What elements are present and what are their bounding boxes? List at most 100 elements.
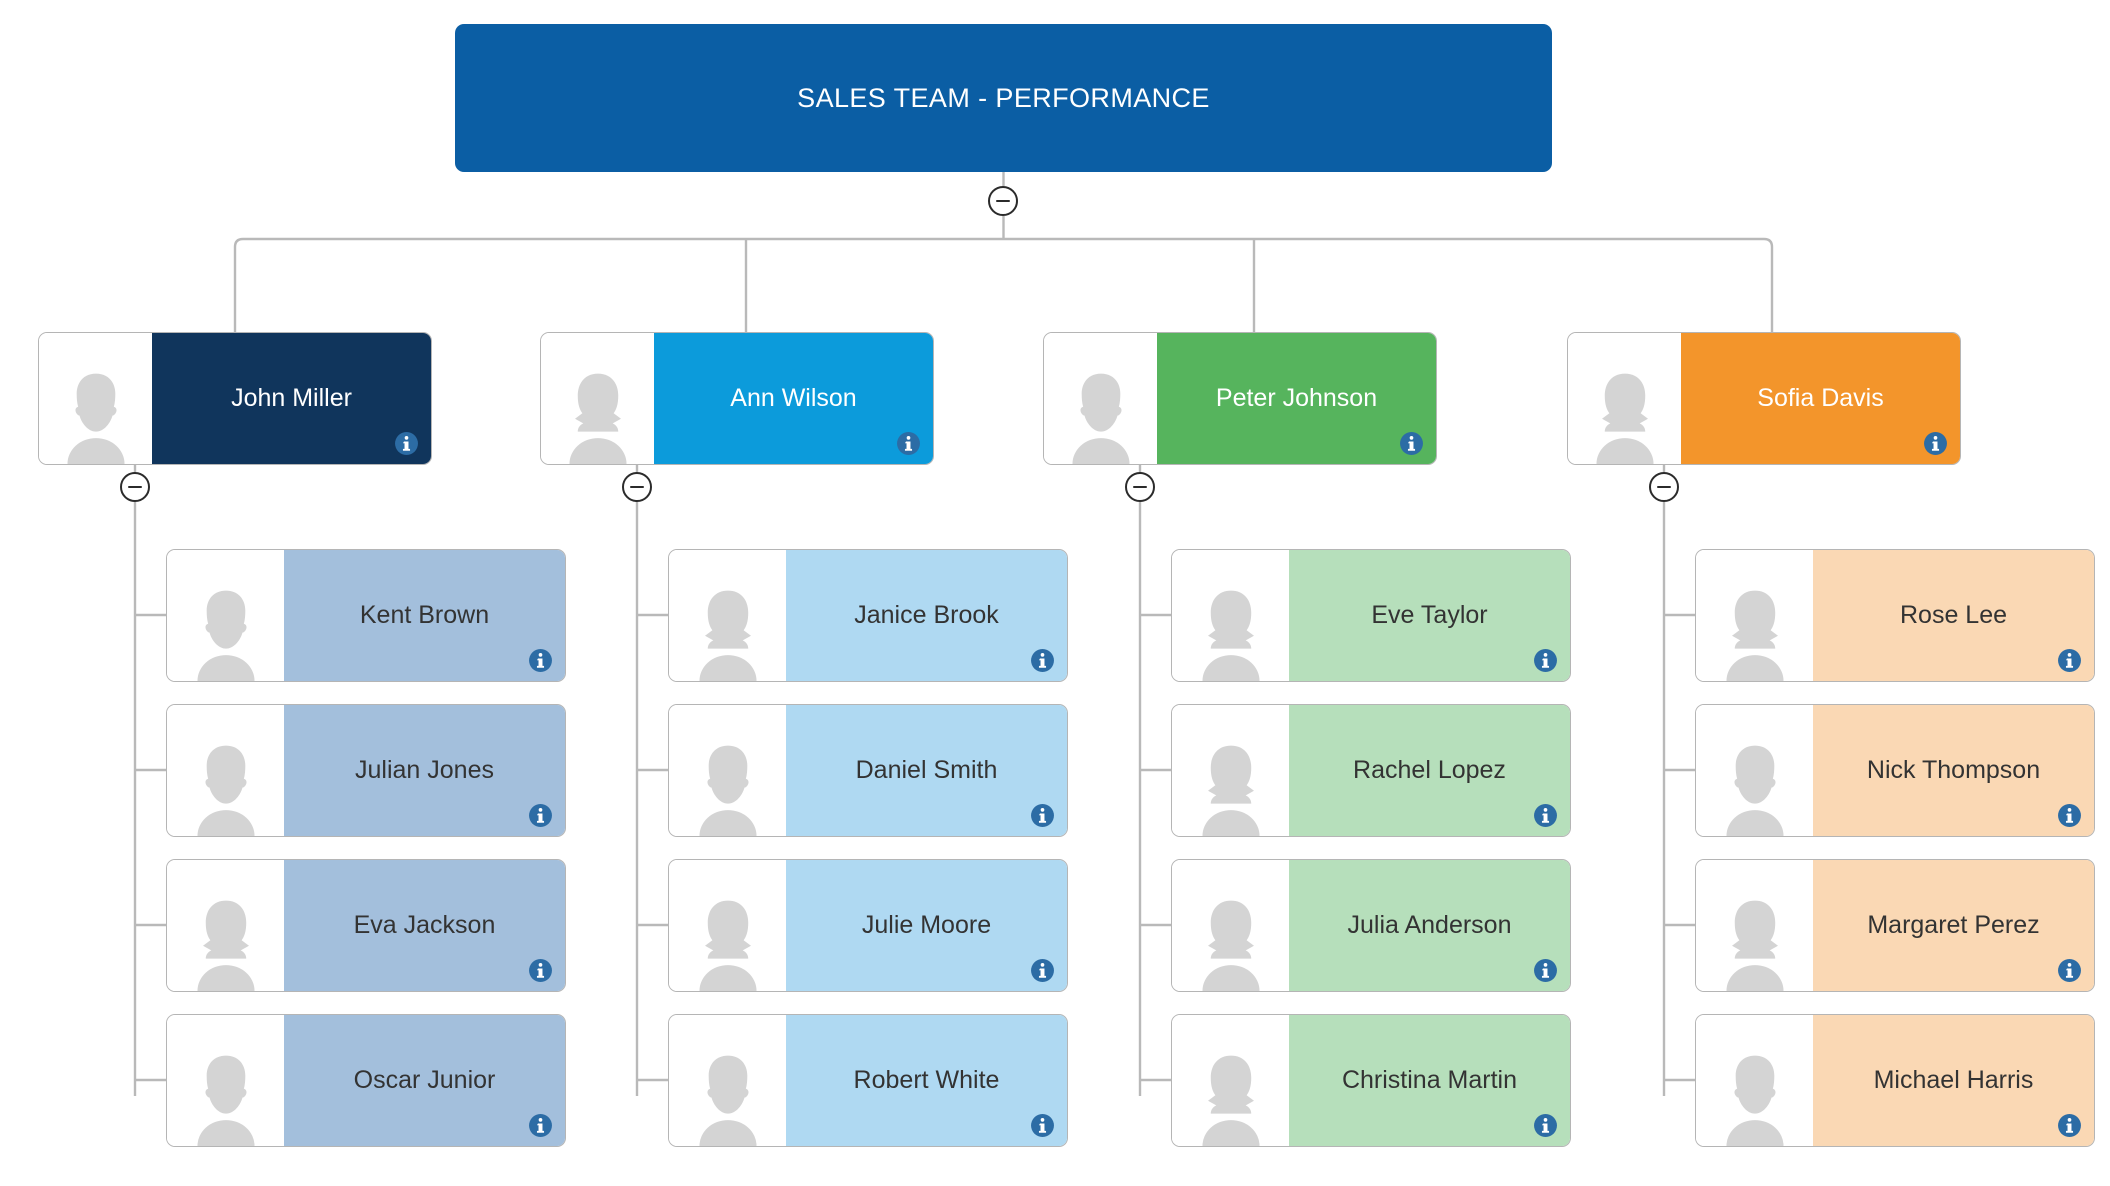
member-card[interactable]: Michael Harris <box>1695 1014 2095 1147</box>
member-card[interactable]: Eve Taylor <box>1171 549 1571 682</box>
member-name: Oscar Junior <box>353 1065 496 1094</box>
info-circle-icon[interactable] <box>2057 648 2082 673</box>
info-circle-icon[interactable] <box>2057 803 2082 828</box>
lead-card[interactable]: Ann Wilson <box>540 332 934 465</box>
member-name-pane: Rachel Lopez <box>1289 705 1570 836</box>
member-card[interactable]: Julia Anderson <box>1171 859 1571 992</box>
info-circle-icon[interactable] <box>1030 1113 1055 1138</box>
member-card[interactable]: Rachel Lopez <box>1171 704 1571 837</box>
member-name-pane: Oscar Junior <box>284 1015 565 1146</box>
member-name-pane: Kent Brown <box>284 550 565 681</box>
member-card[interactable]: Julie Moore <box>668 859 1068 992</box>
avatar <box>1172 860 1289 991</box>
member-name: Rose Lee <box>1899 600 2008 629</box>
member-name-pane: Eva Jackson <box>284 860 565 991</box>
member-card[interactable]: Nick Thompson <box>1695 704 2095 837</box>
avatar <box>1696 705 1813 836</box>
member-name: Robert White <box>853 1065 1000 1094</box>
info-circle-icon[interactable] <box>528 958 553 983</box>
avatar <box>1044 333 1157 464</box>
info-circle-icon[interactable] <box>1533 958 1558 983</box>
lead-card[interactable]: Peter Johnson <box>1043 332 1437 465</box>
lead-card[interactable]: John Miller <box>38 332 432 465</box>
info-circle-icon[interactable] <box>2057 1113 2082 1138</box>
member-card[interactable]: Janice Brook <box>668 549 1068 682</box>
lead-name-pane: Peter Johnson <box>1157 333 1436 464</box>
lead-name: John Miller <box>231 383 352 412</box>
avatar <box>1696 860 1813 991</box>
avatar <box>167 1015 284 1146</box>
info-circle-icon[interactable] <box>528 803 553 828</box>
member-name-pane: Daniel Smith <box>786 705 1067 836</box>
avatar <box>39 333 152 464</box>
info-circle-icon[interactable] <box>394 431 419 456</box>
branch-collapse-toggle[interactable] <box>1125 472 1155 502</box>
info-circle-icon[interactable] <box>1030 958 1055 983</box>
branch-collapse-toggle[interactable] <box>120 472 150 502</box>
page-title: SALES TEAM - PERFORMANCE <box>797 82 1210 113</box>
info-circle-icon[interactable] <box>2057 958 2082 983</box>
lead-name: Sofia Davis <box>1757 383 1884 412</box>
avatar <box>167 550 284 681</box>
member-name-pane: Janice Brook <box>786 550 1067 681</box>
info-circle-icon[interactable] <box>1533 1113 1558 1138</box>
avatar <box>1172 1015 1289 1146</box>
member-name-pane: Julie Moore <box>786 860 1067 991</box>
member-card[interactable]: Eva Jackson <box>166 859 566 992</box>
branch-collapse-toggle[interactable] <box>1649 472 1679 502</box>
lead-name-pane: Ann Wilson <box>654 333 933 464</box>
member-name: Christina Martin <box>1341 1065 1518 1094</box>
member-name: Julia Anderson <box>1347 910 1512 939</box>
info-circle-icon[interactable] <box>1533 648 1558 673</box>
member-card[interactable]: Robert White <box>668 1014 1068 1147</box>
member-card[interactable]: Daniel Smith <box>668 704 1068 837</box>
avatar <box>669 1015 786 1146</box>
member-name-pane: Nick Thompson <box>1813 705 2094 836</box>
info-circle-icon[interactable] <box>1533 803 1558 828</box>
avatar <box>669 550 786 681</box>
avatar <box>167 705 284 836</box>
avatar <box>669 705 786 836</box>
member-name-pane: Robert White <box>786 1015 1067 1146</box>
member-name-pane: Margaret Perez <box>1813 860 2094 991</box>
lead-name: Ann Wilson <box>730 383 857 412</box>
member-name: Michael Harris <box>1873 1065 2034 1094</box>
avatar <box>1568 333 1681 464</box>
member-name: Rachel Lopez <box>1353 755 1506 784</box>
info-circle-icon[interactable] <box>1030 648 1055 673</box>
member-name: Daniel Smith <box>855 755 998 784</box>
member-name-pane: Julia Anderson <box>1289 860 1570 991</box>
member-card[interactable]: Rose Lee <box>1695 549 2095 682</box>
member-name: Nick Thompson <box>1866 755 2041 784</box>
member-card[interactable]: Margaret Perez <box>1695 859 2095 992</box>
member-name: Janice Brook <box>854 600 999 629</box>
member-name: Eve Taylor <box>1371 600 1488 629</box>
root-collapse-toggle[interactable] <box>988 186 1018 216</box>
member-name: Kent Brown <box>359 600 490 629</box>
avatar <box>541 333 654 464</box>
member-name-pane: Julian Jones <box>284 705 565 836</box>
branch-collapse-toggle[interactable] <box>622 472 652 502</box>
root-node-sales-team[interactable]: SALES TEAM - PERFORMANCE <box>455 24 1552 172</box>
member-name: Julie Moore <box>861 910 992 939</box>
avatar <box>167 860 284 991</box>
member-card[interactable]: Oscar Junior <box>166 1014 566 1147</box>
lead-card[interactable]: Sofia Davis <box>1567 332 1961 465</box>
avatar <box>669 860 786 991</box>
info-circle-icon[interactable] <box>528 1113 553 1138</box>
info-circle-icon[interactable] <box>1030 803 1055 828</box>
member-card[interactable]: Julian Jones <box>166 704 566 837</box>
member-name-pane: Christina Martin <box>1289 1015 1570 1146</box>
info-circle-icon[interactable] <box>1923 431 1948 456</box>
member-card[interactable]: Christina Martin <box>1171 1014 1571 1147</box>
info-circle-icon[interactable] <box>1399 431 1424 456</box>
info-circle-icon[interactable] <box>528 648 553 673</box>
lead-name-pane: John Miller <box>152 333 431 464</box>
member-name: Julian Jones <box>355 755 494 784</box>
member-card[interactable]: Kent Brown <box>166 549 566 682</box>
info-circle-icon[interactable] <box>896 431 921 456</box>
avatar <box>1696 1015 1813 1146</box>
member-name: Eva Jackson <box>353 910 496 939</box>
member-name: Margaret Perez <box>1867 910 2040 939</box>
